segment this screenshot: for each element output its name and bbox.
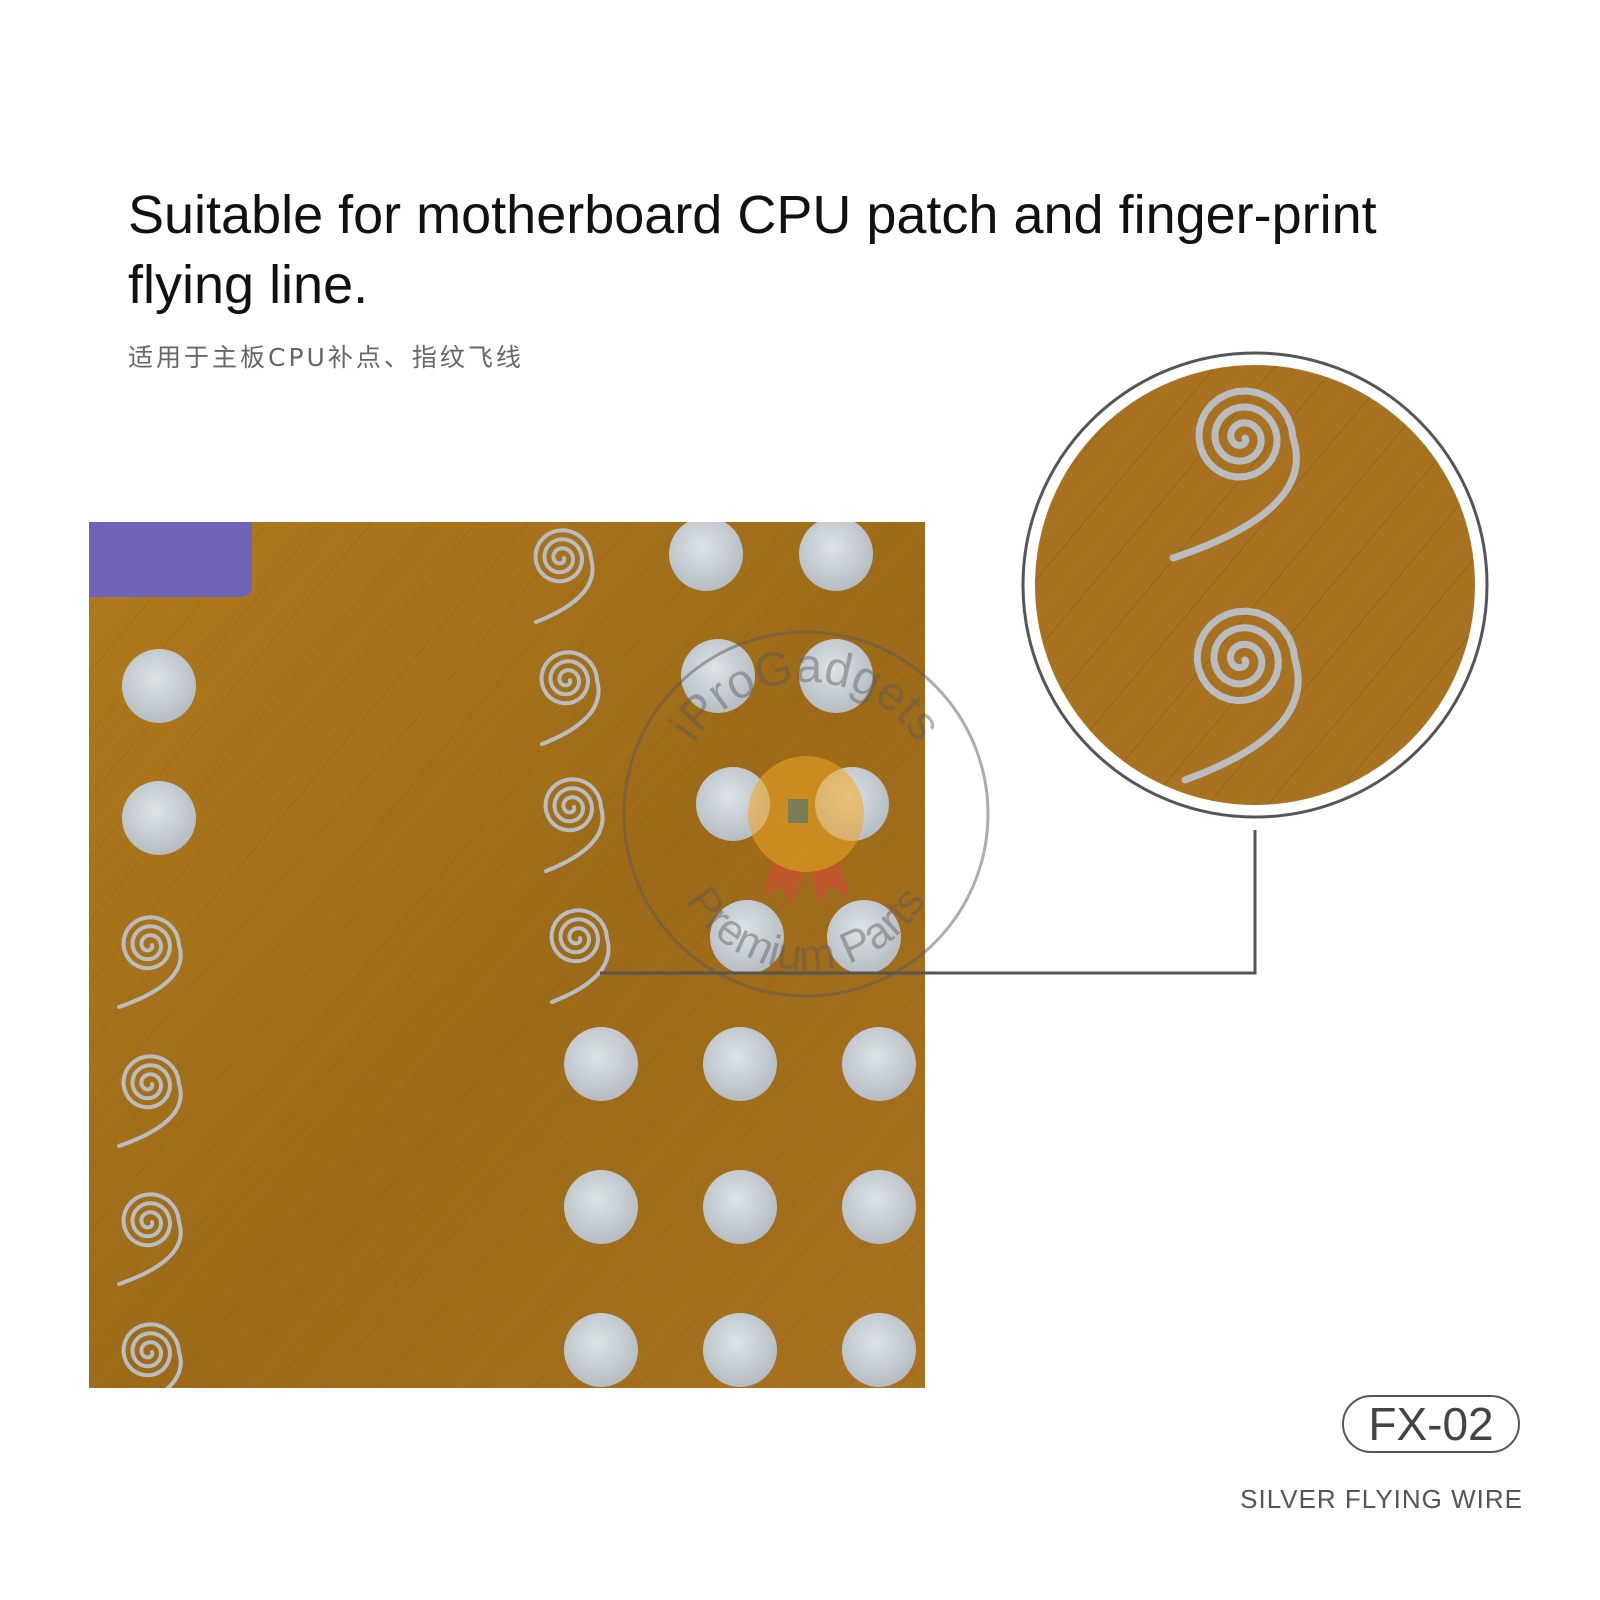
solder-pad-icon [703, 1027, 777, 1101]
solder-pad-icon [122, 649, 196, 723]
solder-pad-icon [842, 1313, 916, 1387]
purple-corner-block [89, 522, 252, 597]
spiral-wire-icon [121, 1322, 183, 1388]
magnified-detail [1021, 351, 1489, 819]
chinese-subtitle: 适用于主板CPU补点、指纹飞线 [128, 343, 524, 372]
spiral-wire-icon [1169, 387, 1300, 562]
spiral-wire-icon [1181, 607, 1302, 784]
watermark-tagline: Premium Parts [677, 878, 935, 981]
model-badge: FX-02 [1342, 1395, 1520, 1453]
spiral-wire-icon [539, 650, 601, 746]
solder-pad-icon [703, 1170, 777, 1244]
svg-text:Premium Parts: Premium Parts [677, 878, 935, 981]
watermark-seal: iProGadgets Premium Parts [622, 630, 990, 998]
spiral-wire-icon [533, 528, 595, 624]
watermark-brand: iProGadgets [659, 640, 951, 751]
solder-pad-icon [842, 1170, 916, 1244]
circuit-board-illustration [89, 522, 925, 1388]
solder-pad-icon [681, 639, 755, 713]
svg-text:iProGadgets: iProGadgets [659, 640, 951, 751]
spiral-wire-icon [549, 908, 611, 1004]
solder-pad-icon [799, 639, 873, 713]
solder-pad-icon [703, 1313, 777, 1387]
solder-pad-icon [564, 1027, 638, 1101]
headline: Suitable for motherboard CPU patch and f… [128, 185, 1377, 315]
solder-pad-icon [122, 781, 196, 855]
product-caption: SILVER FLYING WIRE [1240, 1484, 1523, 1514]
spiral-wire-icon [543, 777, 605, 873]
spiral-wire-icon [117, 1054, 183, 1148]
solder-pad-icon [799, 522, 873, 591]
spiral-wire-group [117, 528, 611, 1388]
spiral-wire-icon [117, 1192, 183, 1286]
solder-pad-icon [842, 1027, 916, 1101]
spiral-wire-icon [117, 915, 183, 1009]
solder-pad-icon [827, 900, 901, 974]
solder-pad-group [122, 522, 916, 1387]
solder-pad-icon [710, 900, 784, 974]
solder-pad-icon [669, 522, 743, 591]
award-badge-icon [748, 756, 864, 904]
solder-pad-icon [564, 1313, 638, 1387]
solder-pad-icon [564, 1170, 638, 1244]
callout-leader-line [600, 830, 1257, 975]
